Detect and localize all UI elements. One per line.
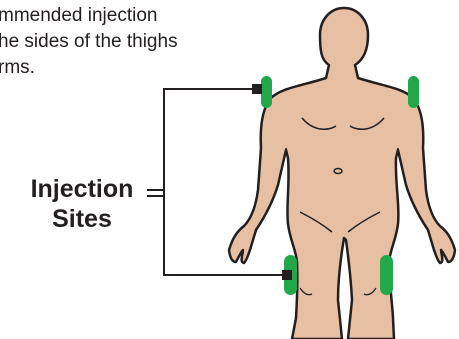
injection-site-left-upper-arm	[261, 76, 272, 108]
callout-endpoint-thigh	[282, 270, 292, 280]
injection-site-right-thigh	[380, 255, 393, 295]
callout-endpoint-arm	[252, 84, 262, 94]
human-body-front-figure	[229, 8, 455, 339]
injection-site-right-upper-arm	[408, 76, 419, 108]
